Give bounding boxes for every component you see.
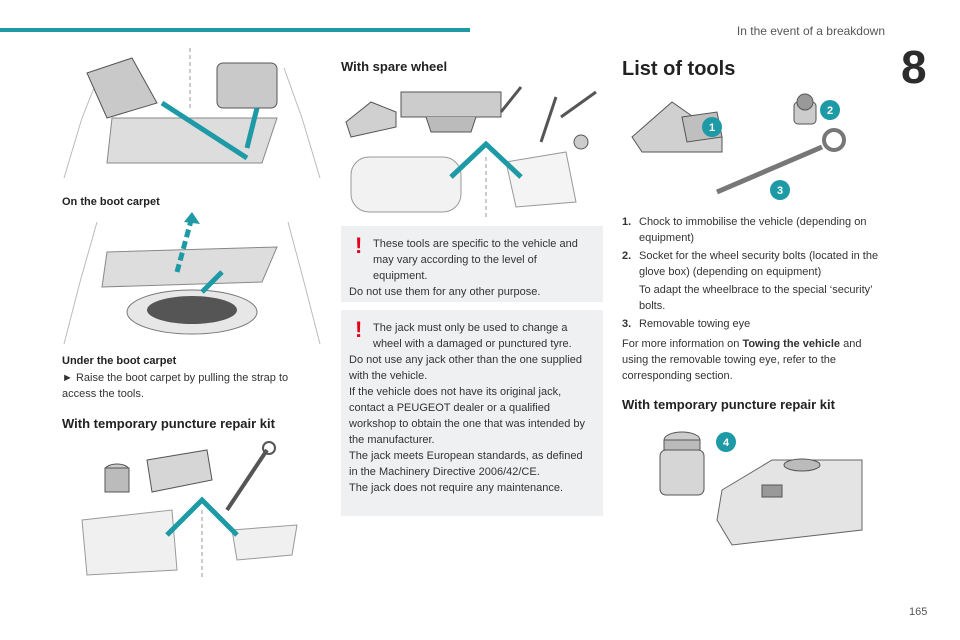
warning2-line5: The jack does not require any maintenanc… [349, 482, 564, 494]
badge-1 [702, 117, 722, 137]
more-info-link: Towing the vehicle [742, 338, 841, 350]
instruction-text: ► Raise the boot carpet by pulling the s… [62, 372, 289, 400]
heading-repair-kit-left: With temporary puncture repair kit [62, 416, 275, 431]
page-number: 165 [909, 606, 928, 618]
warning2-line3: If the vehicle does not have its origina… [349, 386, 586, 446]
badge-2 [820, 100, 840, 120]
spare-wheel-tools-illustration [345, 86, 597, 217]
badge-1-label: 1 [709, 122, 715, 134]
more-info-text: For more information on Towing the vehic… [622, 338, 862, 382]
badge-4 [716, 432, 736, 452]
under-boot-carpet-illustration [63, 212, 321, 345]
warning1-line1: These tools are specific to the vehicle … [373, 238, 578, 282]
heading-spare-wheel: With spare wheel [341, 59, 448, 74]
chapter-tab: 8 [897, 40, 960, 95]
page-title: List of tools [622, 58, 736, 80]
list-item: To adapt the wheelbrace to the special ‘… [639, 284, 873, 312]
repair-kit-illustration [81, 441, 298, 580]
section-title: In the event of a breakdown [736, 24, 885, 38]
tools-list: 1.Chock to immobilise the vehicle (depen… [622, 214, 884, 334]
badge-3-label: 3 [777, 185, 783, 197]
tools-list-illustration: 1 2 3 [631, 93, 846, 200]
caption-on-boot-carpet: On the boot carpet [62, 196, 160, 208]
compressor-illustration: 4 [659, 431, 863, 546]
warning-box-tools: ! These tools are specific to the vehicl… [341, 226, 603, 302]
exclamation-icon: ! [355, 233, 363, 258]
caption-under-boot-carpet: Under the boot carpet [62, 355, 177, 367]
badge-2-label: 2 [827, 105, 833, 117]
list-item: 3.Removable towing eye [622, 318, 751, 330]
list-item: 2.Socket for the wheel security bolts (l… [622, 250, 879, 278]
header-accent-bar [0, 28, 470, 32]
badge-4-label: 4 [723, 437, 730, 449]
chapter-number: 8 [901, 41, 927, 93]
exclamation-icon: ! [355, 317, 363, 342]
badge-3 [770, 180, 790, 200]
boot-carpet-illustration [63, 48, 321, 179]
warning2-line4: The jack meets European standards, as de… [349, 450, 583, 478]
list-item: 1.Chock to immobilise the vehicle (depen… [622, 216, 867, 244]
warning1-line2: Do not use them for any other purpose. [349, 286, 541, 298]
warning2-line2: Do not use any jack other than the one s… [349, 354, 582, 382]
heading-repair-kit-right: With temporary puncture repair kit [622, 397, 835, 412]
warning-box-jack: ! The jack must only be used to change a… [341, 310, 603, 516]
warning2-line1: The jack must only be used to change a w… [373, 322, 572, 350]
